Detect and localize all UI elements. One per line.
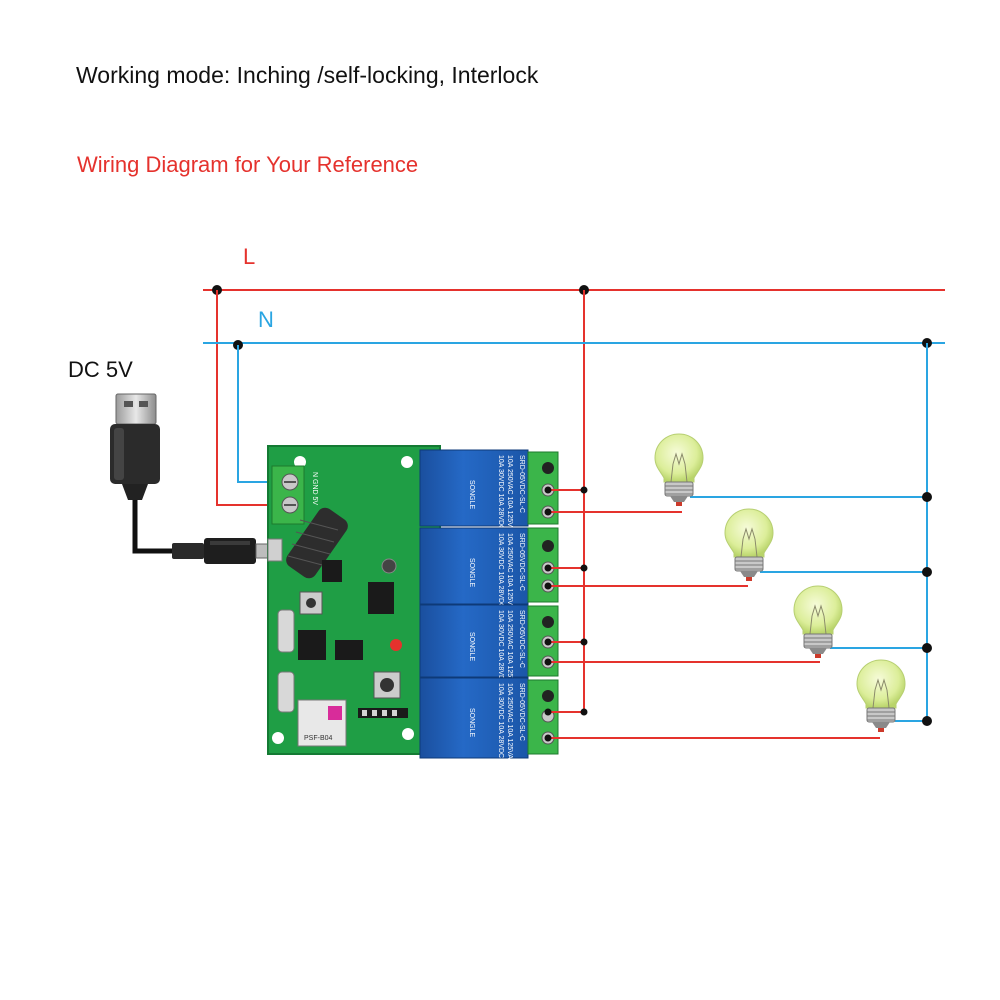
- relay-2-model: SRD-05VDC-SL-C: [518, 533, 525, 591]
- relay-board: N GND 5V: [267, 445, 441, 755]
- relay-1-rating-a: 10A 250VAC 10A 125VAC: [506, 455, 513, 536]
- chip-mcu: [298, 630, 326, 660]
- header-pins: [358, 708, 408, 718]
- relay-wiring: [544, 486, 880, 742]
- relay-4-rating-a: 10A 250VAC 10A 125VAC: [506, 683, 513, 764]
- chip-regulator: [322, 560, 342, 582]
- output-terminal-4: [527, 679, 559, 755]
- relay-1-brand: SONGLE: [468, 480, 475, 510]
- chip-logic: [335, 640, 363, 660]
- output-terminal-2: [527, 527, 559, 603]
- status-led: [390, 639, 402, 651]
- working-mode-title: Working mode: Inching /self-locking, Int…: [76, 62, 539, 88]
- live-line: [203, 285, 945, 712]
- relay-2-brand: SONGLE: [468, 558, 475, 588]
- relay-1-model: SRD-05VDC-SL-C: [518, 455, 525, 513]
- wiring-diagram-title: Wiring Diagram for Your Reference: [77, 152, 419, 177]
- light-bulb-icon: [724, 508, 774, 582]
- crystal-2: [277, 671, 295, 713]
- relay-3: SRD-05VDC-SL-C 10A 250VAC 10A 125VAC 10A…: [419, 604, 529, 691]
- relay-2-rating-a: 10A 250VAC 10A 125VAC: [506, 533, 513, 614]
- chip-driver: [368, 582, 394, 614]
- relay-4-brand: SONGLE: [468, 708, 475, 738]
- terminal-label: N GND 5V: [311, 472, 318, 505]
- light-bulb-icon: [654, 433, 704, 507]
- micro-usb-port: [267, 538, 283, 562]
- neutral-returns: [690, 492, 932, 726]
- learn-button: [373, 671, 401, 699]
- antenna-coil: [286, 507, 348, 579]
- live-line-label: L: [243, 244, 256, 269]
- relay-4-model: SRD-05VDC-SL-C: [518, 683, 525, 741]
- neutral-line-label: N: [258, 307, 274, 332]
- relay-3-rating-a: 10A 250VAC 10A 125VAC: [506, 610, 513, 691]
- relay-3-brand: SONGLE: [468, 632, 475, 662]
- usb-plug-icon: [110, 393, 271, 564]
- capacitor: [381, 558, 397, 574]
- relay-1: SRD-05VDC-SL-C 10A 250VAC 10A 125VAC 10A…: [419, 449, 529, 536]
- relay-2-rating-b: 10A 30VDC 10A 28VDC: [497, 533, 504, 608]
- dc-power-label: DC 5V: [68, 357, 133, 382]
- neutral-line: [203, 338, 945, 721]
- relay-3-rating-b: 10A 30VDC 10A 28VDC: [497, 610, 504, 685]
- power-terminal: N GND 5V: [271, 465, 318, 525]
- relay-1-rating-b: 10A 30VDC 10A 28VDC: [497, 455, 504, 530]
- output-terminal-1: [527, 451, 559, 525]
- relay-4: SRD-05VDC-SL-C 10A 250VAC 10A 125VAC 10A…: [419, 677, 529, 764]
- crystal-1: [277, 609, 295, 653]
- relay-4-rating-b: 10A 30VDC 10A 28VDC: [497, 683, 504, 758]
- rf-module: PSF-B04: [297, 699, 347, 747]
- relay-2: SRD-05VDC-SL-C 10A 250VAC 10A 125VAC 10A…: [419, 527, 529, 614]
- relay-3-model: SRD-05VDC-SL-C: [518, 610, 525, 668]
- module-label: PSF-B04: [304, 735, 333, 742]
